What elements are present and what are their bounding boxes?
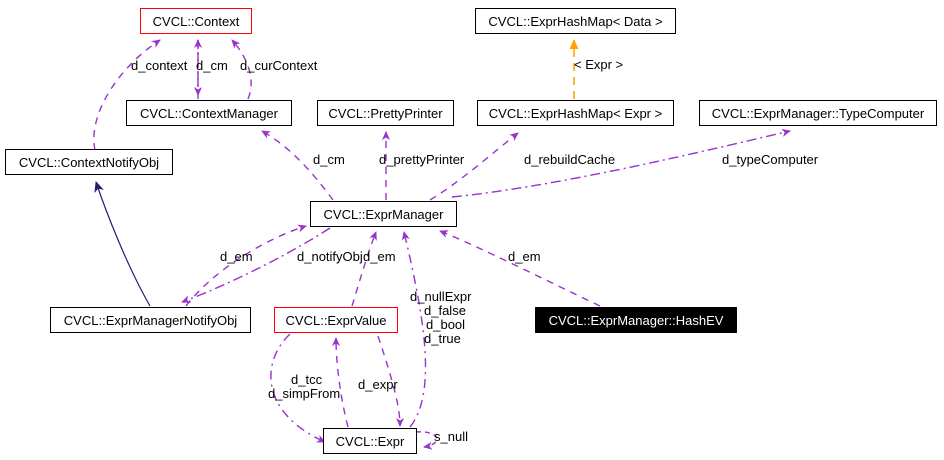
edge-label-d-bool: d_bool (426, 317, 466, 332)
edge-label-d-cm-top: d_cm (196, 58, 228, 73)
edge-d-em-right (439, 230, 601, 307)
edge-d-rebuildcache (429, 132, 519, 201)
node-cvcl-exprhashmap-data[interactable]: CVCL::ExprHashMap< Data > (475, 8, 676, 34)
edge-label-s-null: s_null (434, 429, 468, 444)
edge-label-d-tcc: d_tcc (291, 372, 323, 387)
edge-inheritance-notifyobj (94, 181, 151, 307)
edge-s-null-selfloop (415, 431, 438, 450)
edge-label-d-false: d_false (424, 303, 466, 318)
edge-d-curcontext (231, 39, 252, 100)
node-cvcl-exprmanager-typecomputer[interactable]: CVCL::ExprManager::TypeComputer (699, 100, 937, 126)
edge-d-em-mid (351, 231, 377, 307)
edge-label-d-expr: d_expr (358, 377, 398, 392)
node-cvcl-expr[interactable]: CVCL::Expr (323, 428, 417, 454)
edge-label-d-em-left: d_em (220, 249, 253, 264)
edge-label-d-true: d_true (424, 331, 461, 346)
edge-d-em-left-up (185, 224, 307, 307)
edge-label-d-nullexpr: d_nullExpr (410, 289, 472, 304)
edge-label-d-em-mid: d_em (363, 249, 396, 264)
edge-d-typecomputer (451, 128, 791, 198)
node-cvcl-contextnotifyobj[interactable]: CVCL::ContextNotifyObj (5, 149, 173, 175)
node-cvcl-exprmanager[interactable]: CVCL::ExprManager (310, 201, 457, 227)
edge-label-d-cm-mid: d_cm (313, 152, 345, 167)
edge-d-cm-mid (261, 130, 334, 201)
edge-label-d-simpfrom: d_simpFrom (268, 386, 341, 401)
edge-d-context (93, 39, 161, 151)
edge-d-notifyobj (181, 227, 331, 303)
node-cvcl-exprmanager-hashev[interactable]: CVCL::ExprManager::HashEV (535, 307, 737, 333)
edge-label-d-context: d_context (131, 58, 188, 73)
edge-d-expr-down (377, 335, 404, 427)
edge-d-expr-up (332, 337, 349, 428)
edge-label-template-expr: < Expr > (574, 57, 624, 72)
node-cvcl-context[interactable]: CVCL::Context (140, 8, 252, 34)
node-cvcl-exprmanagernotifyobj[interactable]: CVCL::ExprManagerNotifyObj (50, 307, 251, 333)
edge-label-d-notifyobj: d_notifyObj (297, 249, 363, 264)
node-cvcl-exprhashmap-expr[interactable]: CVCL::ExprHashMap< Expr > (477, 100, 674, 126)
edge-label-d-typecomputer: d_typeComputer (722, 152, 819, 167)
edge-label-d-prettyprinter: d_prettyPrinter (379, 152, 465, 167)
node-cvcl-prettyprinter[interactable]: CVCL::PrettyPrinter (317, 100, 454, 126)
edge-d-tcc-simpfrom (270, 333, 326, 443)
edge-label-d-curcontext: d_curContext (240, 58, 318, 73)
edge-label-d-em-right: d_em (508, 249, 541, 264)
node-cvcl-exprvalue[interactable]: CVCL::ExprValue (274, 307, 398, 333)
node-cvcl-contextmanager[interactable]: CVCL::ContextManager (126, 100, 292, 126)
edge-label-d-rebuildcache: d_rebuildCache (524, 152, 616, 167)
edge-d-nullexpr-group (401, 231, 427, 428)
